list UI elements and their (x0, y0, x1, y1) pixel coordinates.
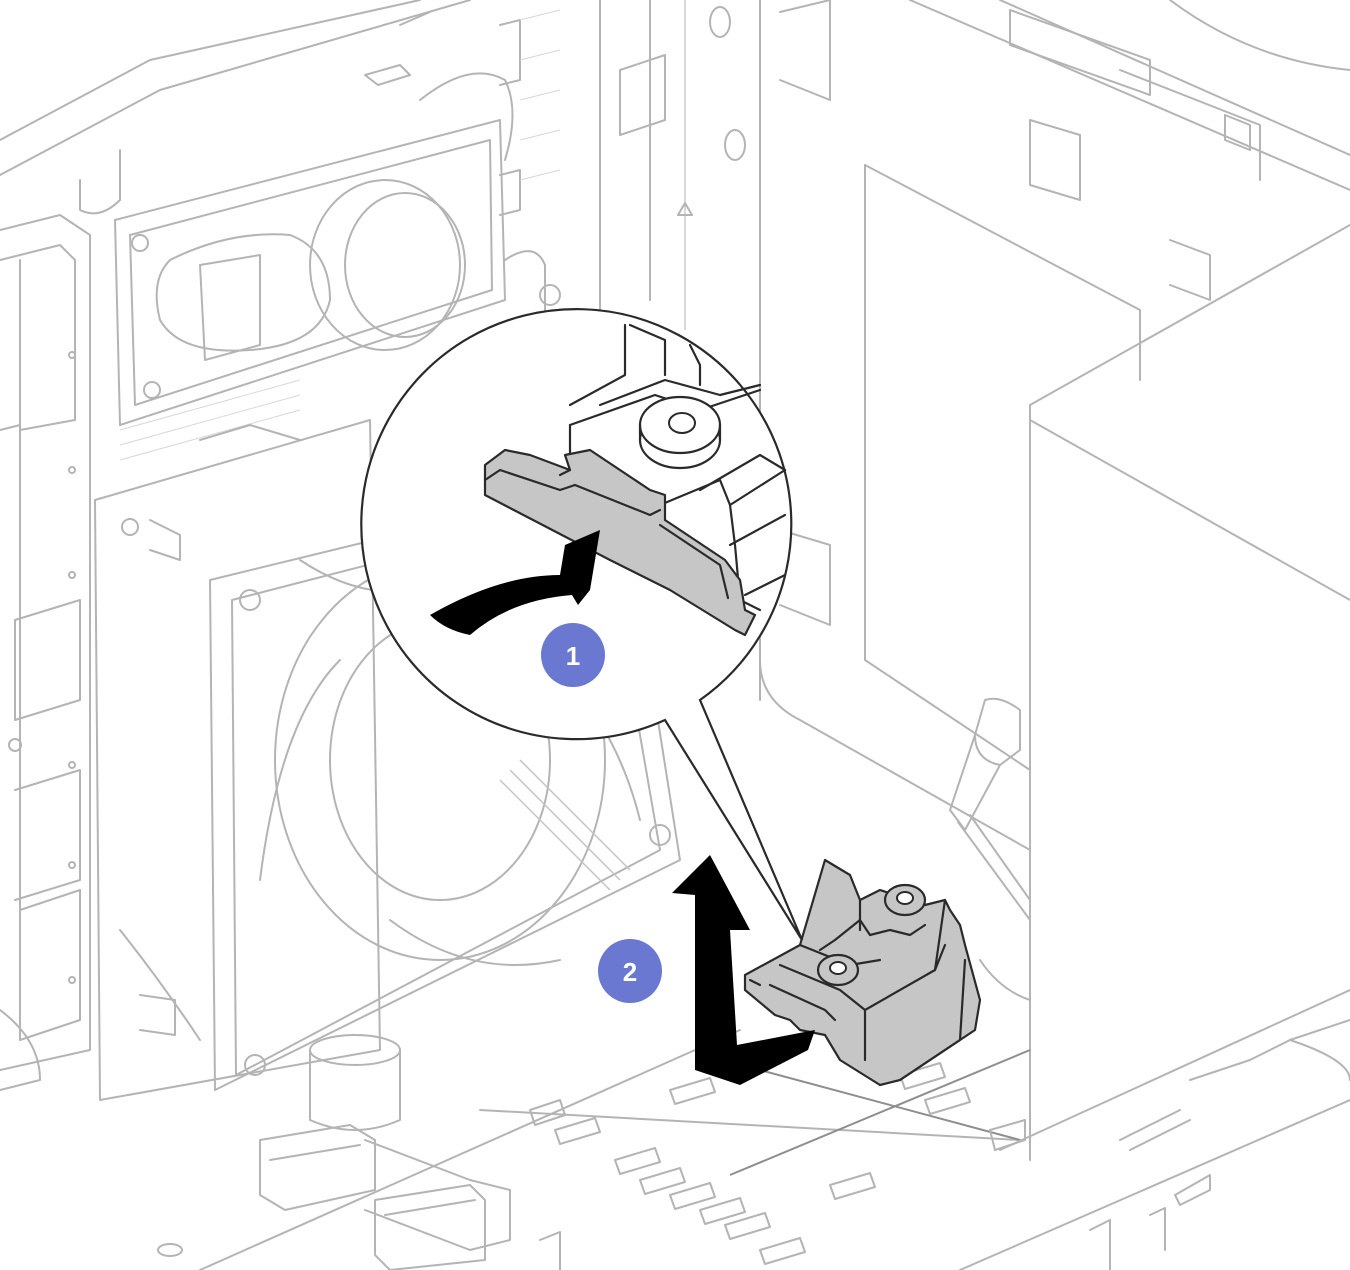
step-badge-2-circle (598, 939, 662, 1003)
lift-and-slide-arrow (672, 855, 815, 1085)
step-badge-1-circle (541, 623, 605, 687)
latch-detail (483, 323, 787, 637)
capacitor (309, 1034, 401, 1131)
motherboard-slots (529, 1062, 1211, 1270)
step-badge-1: 1 (541, 623, 605, 687)
step-badge-1-number: 1 (566, 641, 580, 671)
connector-cover (743, 858, 982, 1087)
rotate-arrow (430, 530, 600, 635)
step-badge-2-number: 2 (623, 957, 637, 987)
step-badge-2: 2 (598, 939, 662, 1003)
motherboard-connectors (157, 1124, 511, 1270)
